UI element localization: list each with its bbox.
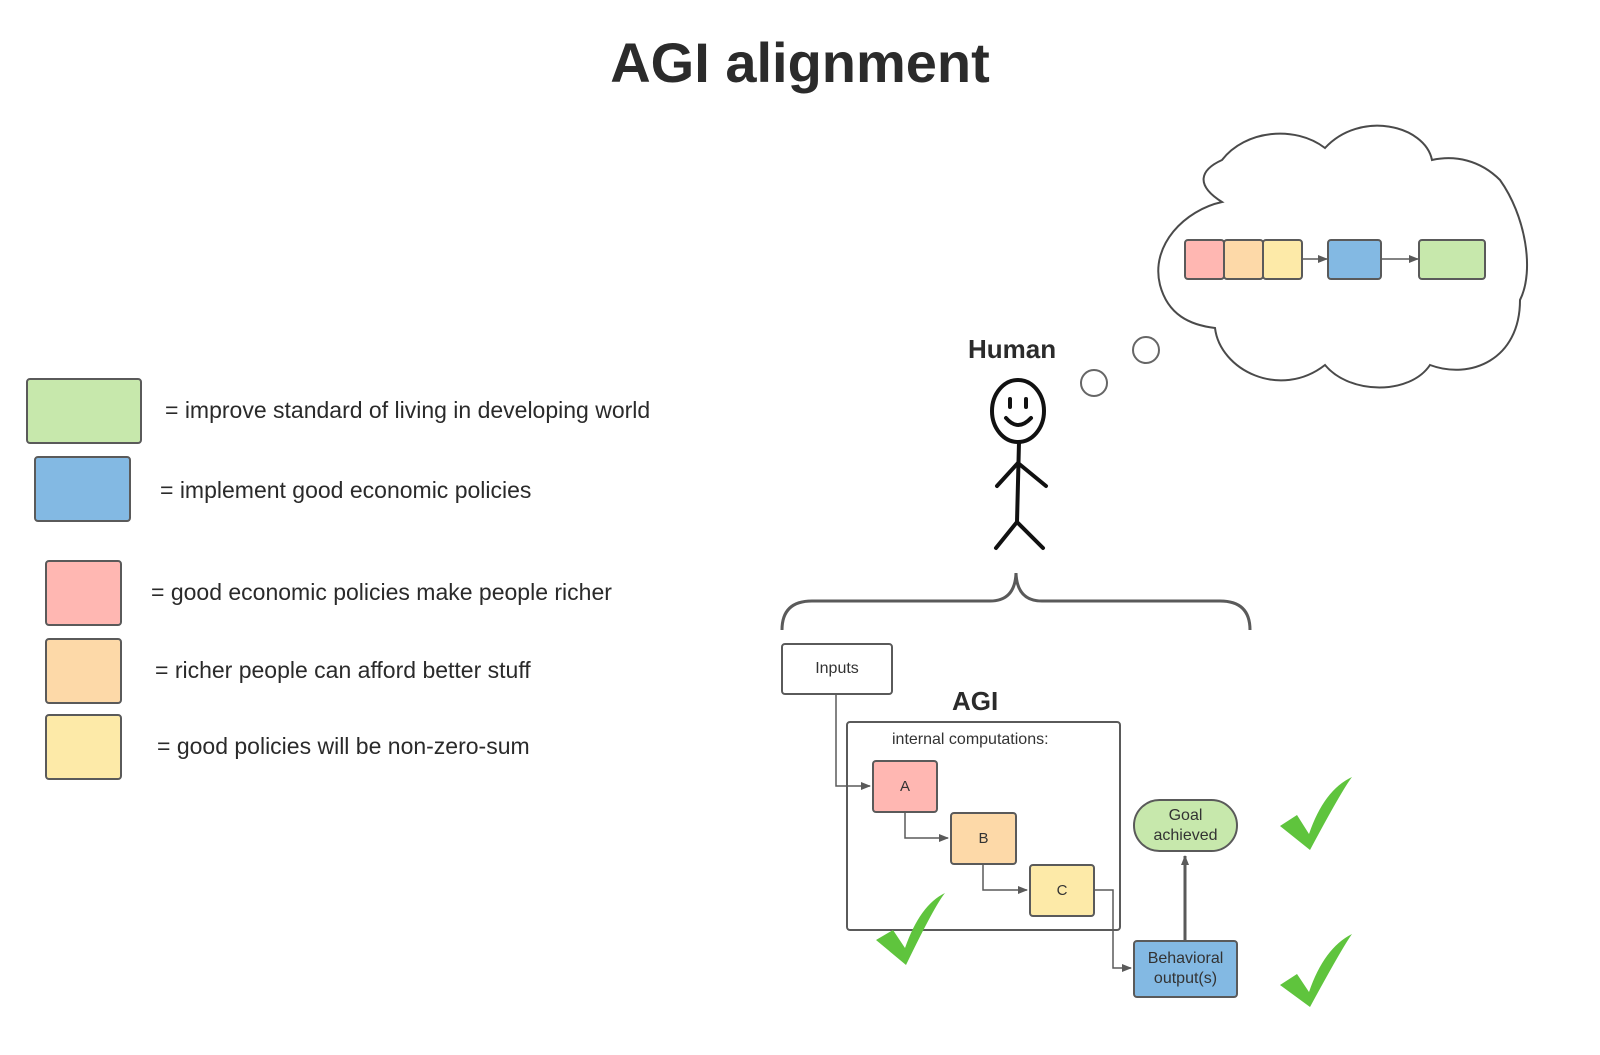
legend-swatch-orange xyxy=(45,638,122,704)
thought-block-green xyxy=(1418,239,1486,280)
checkmark-icon-output xyxy=(1280,934,1352,1007)
curly-brace xyxy=(780,572,1252,631)
step-c-node: C xyxy=(1029,864,1095,917)
behavioral-output-node: Behavioral output(s) xyxy=(1133,940,1238,998)
behavioral-output-label: Behavioral output(s) xyxy=(1147,950,1224,987)
thought-block-orange xyxy=(1223,239,1264,280)
thought-block-blue xyxy=(1327,239,1382,280)
connector-inputs-to-a xyxy=(835,695,871,790)
goal-achieved-node: Goal achieved xyxy=(1133,799,1238,852)
goal-achieved-label: Goal achieved xyxy=(1153,806,1218,844)
legend-swatch-yellow xyxy=(45,714,122,780)
step-a-node: A xyxy=(872,760,938,813)
legend-text-red: = good economic policies make people ric… xyxy=(151,579,612,605)
thought-bubble-small xyxy=(1080,369,1108,397)
legend-swatch-blue xyxy=(34,456,131,522)
connector-b-to-c xyxy=(982,864,1028,894)
connector-a-to-b xyxy=(904,812,949,842)
thought-block-yellow xyxy=(1262,239,1303,280)
connector-c-to-output xyxy=(1094,889,1132,972)
human-label: Human xyxy=(968,334,1057,364)
thought-block-red xyxy=(1184,239,1225,280)
stick-figure-human xyxy=(990,378,1048,550)
page-title: AGI alignment xyxy=(610,31,990,94)
legend-text-green: = improve standard of living in developi… xyxy=(165,397,651,423)
agi-label: AGI xyxy=(952,686,999,716)
step-a-label: A xyxy=(899,778,910,795)
inputs-node: Inputs xyxy=(781,643,893,695)
internal-computations-label: internal computations: xyxy=(892,731,1049,748)
step-b-label: B xyxy=(978,830,989,847)
legend-text-blue: = implement good economic policies xyxy=(160,477,532,503)
legend-swatch-green xyxy=(26,378,142,444)
inputs-label: Inputs xyxy=(815,660,859,677)
legend-text-orange: = richer people can afford better stuff xyxy=(155,657,531,683)
legend-text-yellow: = good policies will be non-zero-sum xyxy=(157,733,530,759)
step-c-label: C xyxy=(1056,882,1068,899)
checkmark-icon-computations xyxy=(876,893,945,965)
thought-bubble-large xyxy=(1132,336,1160,364)
legend-swatch-red xyxy=(45,560,122,626)
step-b-node: B xyxy=(950,812,1017,865)
agi-box xyxy=(846,721,1121,931)
checkmark-icon-goal xyxy=(1280,777,1352,850)
